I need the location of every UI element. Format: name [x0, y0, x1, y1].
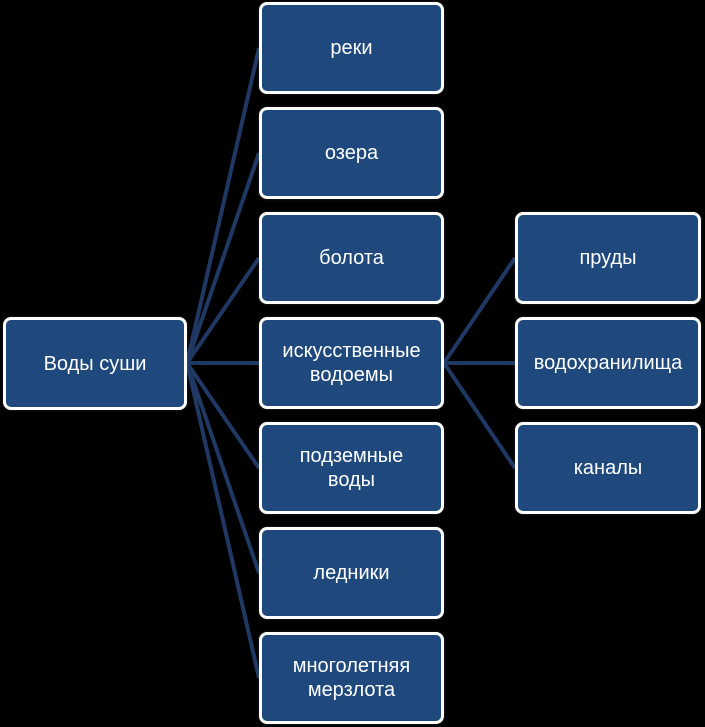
root-node-vody-sushi: Воды суши [3, 317, 187, 410]
branch-node-label: искусственные водоемы [282, 340, 421, 386]
branch-node-ledniki: ледники [259, 527, 444, 619]
connector-root-ozera [185, 152, 261, 364]
sub-node-label: каналы [573, 457, 643, 479]
branch-node-podzemnye-vody: подземные воды [259, 422, 444, 514]
branch-node-label: озера [324, 142, 379, 164]
branch-node-label: реки [330, 37, 373, 59]
branch-node-ozera: озера [259, 107, 444, 199]
connector-root-merzlota [185, 362, 261, 679]
connector-root-ledniki [185, 362, 261, 574]
root-node-label: Воды суши [43, 352, 147, 375]
branch-node-reki: реки [259, 2, 444, 94]
connector-root-bolota [185, 256, 261, 365]
sub-node-kanaly: каналы [515, 422, 701, 514]
connector-root-reki [185, 47, 261, 364]
sub-node-label: пруды [579, 247, 637, 269]
branch-node-label: болота [319, 247, 384, 269]
branch-node-label: ледники [313, 562, 390, 584]
branch-node-iskusstvennye-vodoemy: искусственные водоемы [259, 317, 444, 409]
branch-node-label: подземные воды [299, 445, 404, 491]
connector-iskusstvennye-prudy [442, 256, 517, 365]
branch-node-mnogoletnyaya-merzlota: многолетняя мерзлота [259, 632, 444, 724]
sub-node-vodokhranilishcha: водохранилища [515, 317, 701, 409]
branch-node-bolota: болота [259, 212, 444, 304]
sub-node-prudy: пруды [515, 212, 701, 304]
connector-root-podzemnye [185, 361, 261, 470]
connector-iskusstvennye-kanaly [442, 361, 517, 470]
sub-node-label: водохранилища [533, 352, 683, 374]
branch-node-label: многолетняя мерзлота [292, 655, 411, 701]
